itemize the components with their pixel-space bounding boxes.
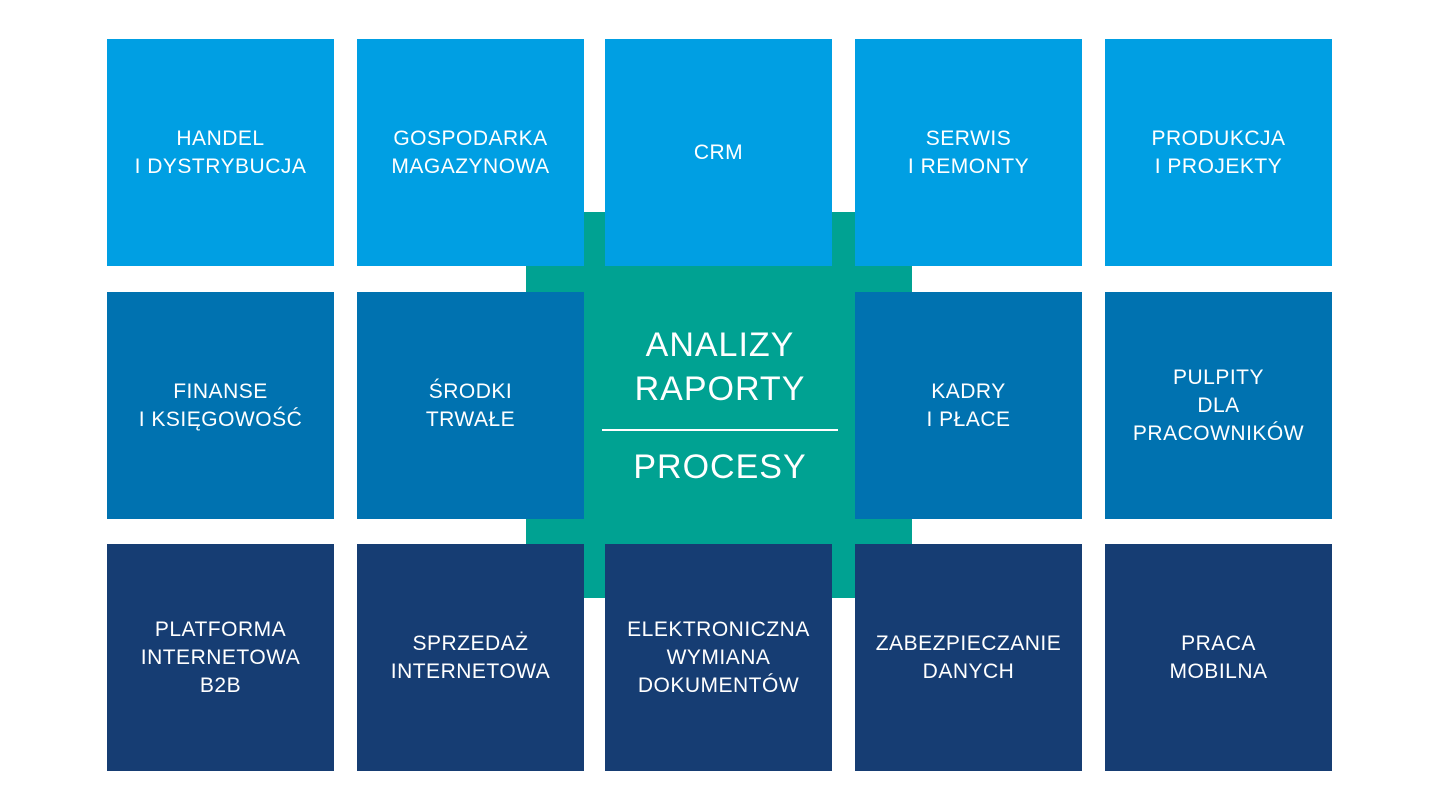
tile-line: PRACOWNIKÓW	[1132, 421, 1305, 445]
tile-crm: CRM	[605, 39, 832, 266]
tile-line: KADRY	[931, 379, 1006, 403]
tile-line: I PŁACE	[926, 407, 1011, 431]
center-hub: ANALIZY RAPORTY PROCESY	[586, 292, 854, 519]
center-divider	[602, 428, 838, 431]
tile-elektroniczna-wymiana-dokumentow: ELEKTRONICZNA WYMIANA DOKUMENTÓW	[605, 544, 832, 771]
center-line-procesy: PROCESY	[633, 447, 807, 486]
tile-line: ŚRODKI	[428, 379, 513, 403]
tile-zabezpieczanie-danych: ZABEZPIECZANIE DANYCH	[855, 544, 1082, 771]
tile-line: SPRZEDAŻ	[412, 631, 529, 655]
tile-finanse-i-ksiegowosc: FINANSE I KSIĘGOWOŚĆ	[107, 292, 334, 519]
tile-line: PULPITY	[1172, 365, 1265, 389]
tile-line: PRODUKCJA	[1151, 126, 1286, 150]
tile-srodki-trwale: ŚRODKI TRWAŁE	[357, 292, 584, 519]
tile-line: I PROJEKTY	[1154, 154, 1283, 178]
tile-line: ZABEZPIECZANIE	[875, 631, 1062, 655]
center-line-raporty: RAPORTY	[634, 369, 806, 408]
tile-line: I KSIĘGOWOŚĆ	[138, 407, 303, 431]
tile-line: DOKUMENTÓW	[637, 673, 800, 697]
tile-handel-i-dystrybucja: HANDEL I DYSTRYBUCJA	[107, 39, 334, 266]
tile-line: CRM	[693, 140, 744, 164]
tile-line: DLA	[1197, 393, 1240, 417]
tile-line: WYMIANA	[666, 645, 771, 669]
tile-line: INTERNETOWA	[390, 659, 551, 683]
tile-praca-mobilna: PRACA MOBILNA	[1105, 544, 1332, 771]
tile-line: SERWIS	[925, 126, 1012, 150]
tile-line: PLATFORMA	[154, 617, 287, 641]
tile-line: GOSPODARKA	[393, 126, 548, 150]
tile-line: HANDEL	[176, 126, 265, 150]
tile-produkcja-i-projekty: PRODUKCJA I PROJEKTY	[1105, 39, 1332, 266]
tile-line: TRWAŁE	[425, 407, 516, 431]
tile-line: ELEKTRONICZNA	[627, 617, 810, 641]
tile-line: I DYSTRYBUCJA	[134, 154, 307, 178]
tile-serwis-i-remonty: SERWIS I REMONTY	[855, 39, 1082, 266]
tile-kadry-i-place: KADRY I PŁACE	[855, 292, 1082, 519]
center-line-analizy: ANALIZY	[645, 325, 795, 364]
tile-line: FINANSE	[173, 379, 268, 403]
tile-line: I REMONTY	[907, 154, 1030, 178]
tile-sprzedaz-internetowa: SPRZEDAŻ INTERNETOWA	[357, 544, 584, 771]
tile-line: INTERNETOWA	[140, 645, 301, 669]
tile-platforma-internetowa-b2b: PLATFORMA INTERNETOWA B2B	[107, 544, 334, 771]
tile-pulpity-dla-pracownikow: PULPITY DLA PRACOWNIKÓW	[1105, 292, 1332, 519]
tile-line: MAGAZYNOWA	[391, 154, 550, 178]
tile-line: B2B	[199, 673, 242, 697]
tile-line: PRACA	[1181, 631, 1256, 655]
tile-line: DANYCH	[922, 659, 1015, 683]
tile-line: MOBILNA	[1169, 659, 1268, 683]
tile-gospodarka-magazynowa: GOSPODARKA MAGAZYNOWA	[357, 39, 584, 266]
